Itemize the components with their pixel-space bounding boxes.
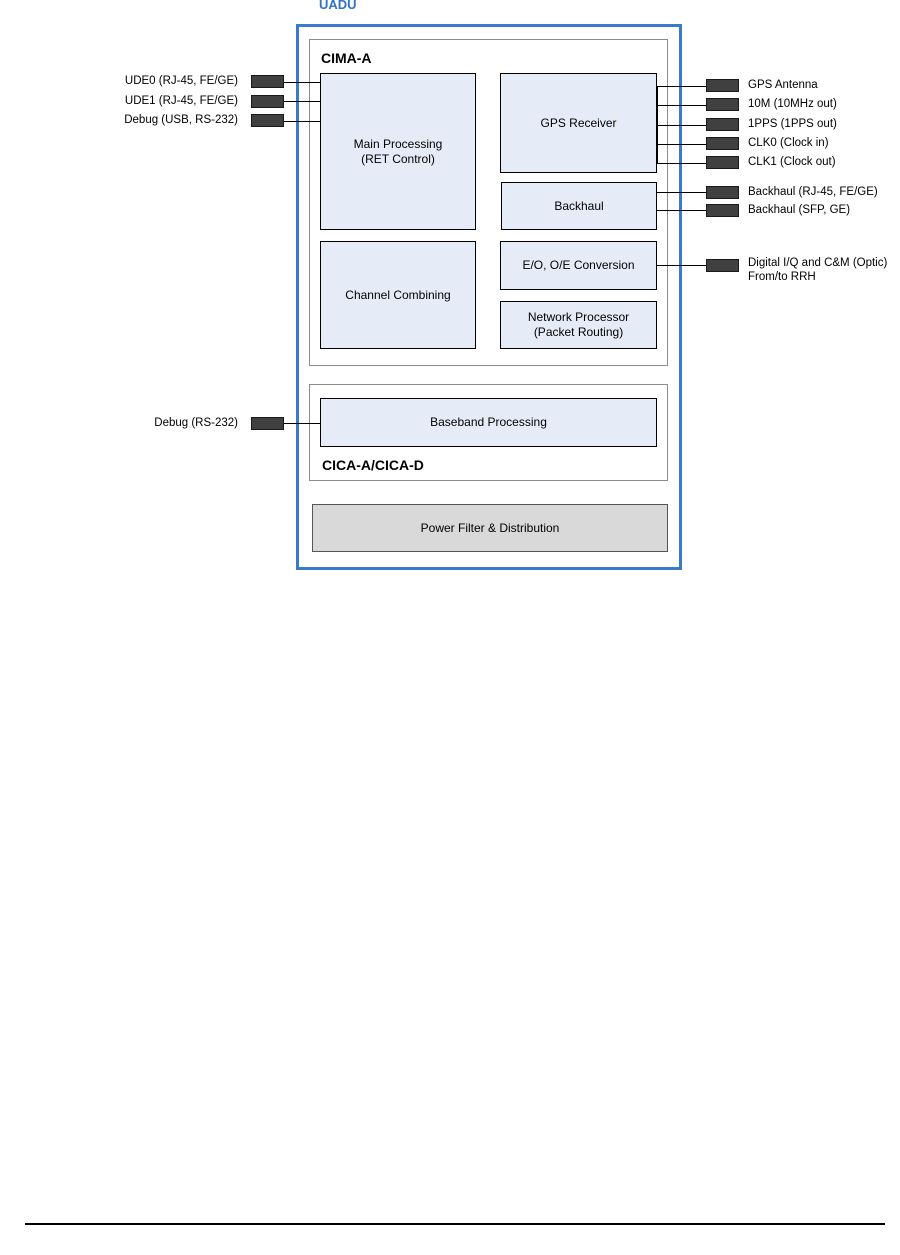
port-connector-clk0 [706,137,739,150]
port-label-debug-rs232: Debug (RS-232) [154,417,238,429]
connector-line [657,265,706,266]
port-label-optic: Digital I/Q and C&M (Optic) From/to RRH [748,257,888,283]
cica-label: CICA-A/CICA-D [322,457,424,473]
connector-line [284,82,320,83]
port-connector-debug-rs232 [251,417,284,430]
uadu-frame [296,24,682,570]
port-connector-ude1 [251,95,284,108]
footer-rule [25,1223,885,1225]
port-label-ude0: UDE0 (RJ-45, FE/GE) [124,75,238,87]
backhaul-block: Backhaul [501,182,657,230]
connector-line [657,86,706,87]
port-connector-backhaul-rj45 [706,186,739,199]
port-label-debug-usb: Debug (USB, RS-232) [124,114,238,126]
gps-receiver-block: GPS Receiver [500,73,657,173]
connector-line [657,144,706,145]
connector-line [284,101,320,102]
connector-line [657,163,706,164]
port-label-gps-antenna: GPS Antenna [748,79,818,91]
channel-combining-block: Channel Combining [320,241,476,349]
port-label-ude1: UDE1 (RJ-45, FE/GE) [124,95,238,107]
port-connector-ude0 [251,75,284,88]
port-label-clk0: CLK0 (Clock in) [748,137,829,149]
port-connector-debug-usb [251,114,284,127]
port-connector-optic [706,259,739,272]
power-filter-block: Power Filter & Distribution [312,504,668,552]
port-label-backhaul-sfp: Backhaul (SFP, GE) [748,204,851,216]
diagram-title: UADU [319,0,357,12]
connector-line [657,125,706,126]
cima-a-label: CIMA-A [321,50,372,66]
main-processing-block: Main Processing (RET Control) [320,73,476,230]
port-label-10m: 10M (10MHz out) [748,98,837,110]
port-connector-10m [706,98,739,111]
port-connector-gps-antenna [706,79,739,92]
eo-conversion-block: E/O, O/E Conversion [500,241,657,290]
connector-line [284,423,320,424]
port-connector-1pps [706,118,739,131]
port-label-1pps: 1PPS (1PPS out) [748,118,837,130]
port-label-backhaul-rj45: Backhaul (RJ-45, FE/GE) [748,186,878,198]
connector-line [657,192,706,193]
connector-line [284,121,320,122]
port-connector-backhaul-sfp [706,204,739,217]
network-processor-block: Network Processor (Packet Routing) [500,301,657,349]
connector-line [657,210,706,211]
connector-line [657,105,706,106]
port-connector-clk1 [706,156,739,169]
baseband-processing-block: Baseband Processing [320,398,657,447]
port-label-clk1: CLK1 (Clock out) [748,156,836,168]
